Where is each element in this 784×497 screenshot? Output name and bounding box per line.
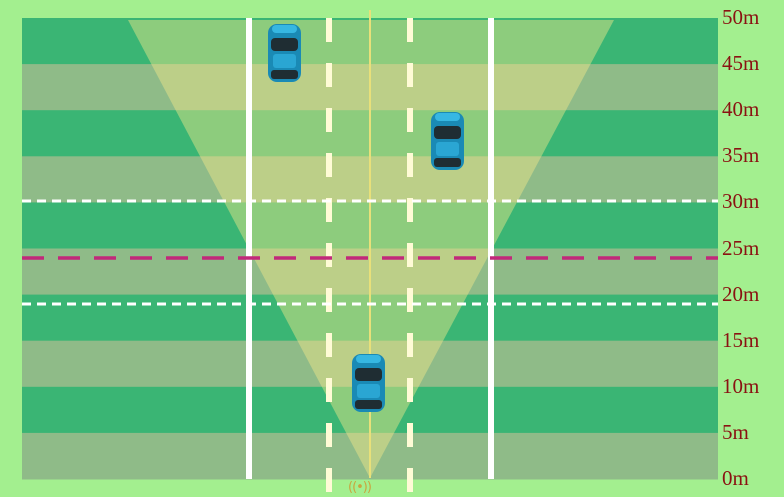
lane-dash — [407, 63, 413, 87]
car-right — [431, 112, 464, 170]
lane-dash — [407, 468, 413, 492]
lane-dash — [326, 18, 332, 42]
lane-dash — [407, 243, 413, 267]
distance-label: 50m — [722, 7, 759, 28]
lane-dash — [407, 18, 413, 42]
distance-label: 25m — [722, 238, 759, 259]
lane-dash — [326, 153, 332, 177]
distance-label: 0m — [722, 468, 749, 489]
car-top-left — [268, 24, 301, 82]
lane-dash — [407, 108, 413, 132]
lane-dash — [326, 468, 332, 492]
lane-dash — [326, 378, 332, 402]
distance-label: 45m — [722, 53, 759, 74]
distance-label: 10m — [722, 376, 759, 397]
lane-dash — [407, 153, 413, 177]
lane-dash — [407, 333, 413, 357]
distance-label: 15m — [722, 330, 759, 351]
lane-dash — [326, 288, 332, 312]
distance-label: 35m — [722, 145, 759, 166]
lane-dash — [407, 423, 413, 447]
distance-label: 5m — [722, 422, 749, 443]
lane-dash — [326, 423, 332, 447]
distance-label: 40m — [722, 99, 759, 120]
car-bottom — [352, 354, 385, 412]
lane-dash — [326, 333, 332, 357]
distance-label: 20m — [722, 284, 759, 305]
distance-label: 30m — [722, 191, 759, 212]
lane-dash — [326, 243, 332, 267]
lane-dash — [326, 108, 332, 132]
radar-sensor-icon: ((•)) — [348, 480, 371, 495]
lane-dash — [326, 63, 332, 87]
lane-dash — [407, 288, 413, 312]
lane-dash — [407, 378, 413, 402]
